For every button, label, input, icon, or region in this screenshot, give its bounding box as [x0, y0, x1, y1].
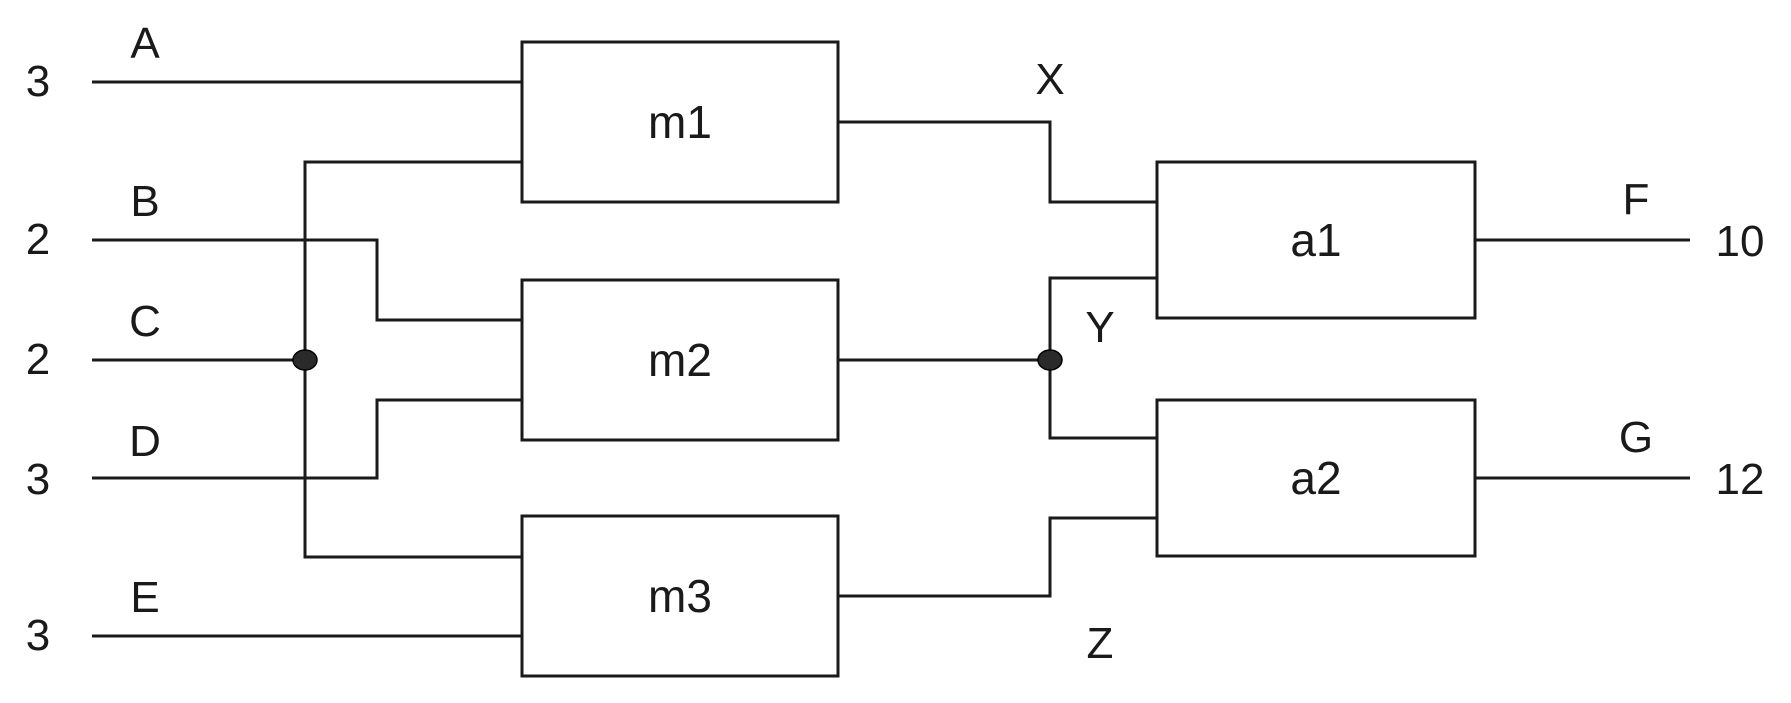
signal-x-label: X [1035, 55, 1064, 104]
input-b-value: 2 [26, 215, 50, 264]
signal-y-label: Y [1085, 303, 1114, 352]
input-c-name: C [129, 297, 161, 346]
junction-c [292, 349, 318, 371]
wire-y-a1 [1048, 276, 1157, 440]
junction-y [1037, 349, 1063, 371]
wire-x [838, 120, 1157, 204]
block-m2-label: m2 [648, 334, 712, 386]
block-m3-label: m3 [648, 570, 712, 622]
output-f-name: F [1623, 175, 1650, 224]
block-a1-label: a1 [1290, 214, 1341, 266]
input-b-name: B [130, 177, 159, 226]
signal-z-label: Z [1087, 619, 1114, 668]
block-m3: m3 [520, 514, 840, 678]
wire-z [838, 516, 1157, 598]
block-a2: a2 [1155, 398, 1477, 558]
input-a-value: 3 [26, 57, 50, 106]
output-g-name: G [1619, 413, 1653, 462]
block-m1: m1 [520, 40, 840, 204]
input-d-value: 3 [26, 455, 50, 504]
wire-c-bus [303, 160, 522, 559]
wire-d-m2 [92, 398, 522, 480]
input-c-value: 2 [26, 335, 50, 384]
block-m2: m2 [520, 278, 840, 442]
input-e-name: E [130, 573, 159, 622]
input-d-name: D [129, 417, 161, 466]
input-a-name: A [130, 19, 160, 68]
wire-b-m2 [92, 238, 522, 322]
block-a2-label: a2 [1290, 452, 1341, 504]
output-g-value: 12 [1716, 455, 1765, 504]
block-a1: a1 [1155, 160, 1477, 320]
block-m1-label: m1 [648, 96, 712, 148]
input-e-value: 3 [26, 611, 50, 660]
output-f-value: 10 [1716, 217, 1765, 266]
